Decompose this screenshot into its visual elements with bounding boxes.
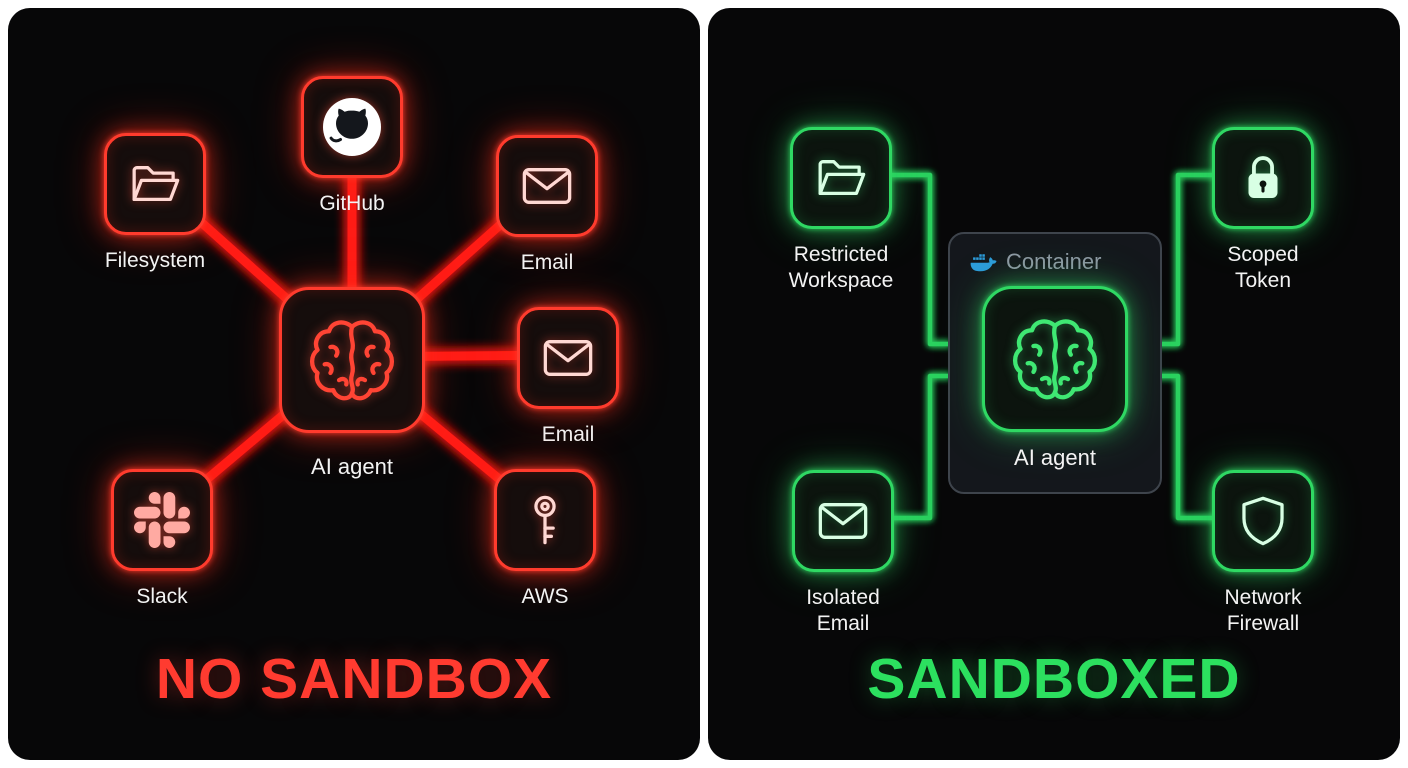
node-label: AWS bbox=[521, 585, 569, 608]
node-slack: Slack bbox=[111, 469, 213, 610]
container-label: Container bbox=[1006, 249, 1102, 274]
node-email-right: Email bbox=[517, 307, 619, 448]
node-label: Network Firewall bbox=[1224, 586, 1302, 636]
ai-agent-node-box bbox=[982, 286, 1128, 432]
sandboxed-panel: Restricted Workspace Scoped Token Contai… bbox=[708, 8, 1400, 760]
ai-agent-node-box bbox=[279, 287, 425, 433]
slack-node-box bbox=[111, 469, 213, 571]
node-label: Isolated Email bbox=[806, 586, 880, 636]
isolated-email-node-box bbox=[792, 470, 894, 572]
container-box: Container AI agent bbox=[948, 232, 1162, 494]
node-label: Email bbox=[520, 251, 574, 274]
sandboxed-title: SANDBOXED bbox=[867, 647, 1241, 711]
lock-icon bbox=[1234, 149, 1292, 207]
node-ai-agent: AI agent bbox=[279, 287, 425, 480]
envelope-icon bbox=[539, 329, 597, 387]
docker-icon bbox=[970, 252, 997, 272]
brain-icon bbox=[306, 314, 398, 406]
folder-icon bbox=[812, 149, 870, 207]
network-firewall-node-box bbox=[1212, 470, 1314, 572]
node-filesystem: Filesystem bbox=[104, 133, 206, 274]
restricted-workspace-node-box bbox=[790, 127, 892, 229]
node-label: Email bbox=[541, 423, 595, 446]
shield-icon bbox=[1234, 492, 1292, 550]
node-aws: AWS bbox=[494, 469, 596, 610]
email-node-box bbox=[496, 135, 598, 237]
scoped-token-node-box bbox=[1212, 127, 1314, 229]
github-icon bbox=[320, 95, 384, 159]
no-sandbox-title: NO SANDBOX bbox=[155, 647, 553, 711]
node-email-top: Email bbox=[496, 135, 598, 276]
filesystem-node-box bbox=[104, 133, 206, 235]
ai-agent-label: AI agent bbox=[1014, 445, 1096, 470]
node-restricted-workspace: Restricted Workspace bbox=[776, 127, 906, 294]
key-icon bbox=[516, 491, 574, 549]
ai-agent-label: AI agent bbox=[311, 454, 393, 479]
node-label: Scoped Token bbox=[1227, 243, 1299, 293]
aws-node-box bbox=[494, 469, 596, 571]
folder-icon bbox=[126, 155, 184, 213]
envelope-icon bbox=[814, 492, 872, 550]
slack-icon bbox=[134, 492, 190, 548]
email-node-box bbox=[517, 307, 619, 409]
brain-icon bbox=[1009, 313, 1101, 405]
envelope-icon bbox=[518, 157, 576, 215]
github-node-box bbox=[301, 76, 403, 178]
no-sandbox-panel: Filesystem GitHub Email AI agent Email bbox=[8, 8, 700, 760]
node-isolated-email: Isolated Email bbox=[792, 470, 894, 637]
container-header: Container bbox=[970, 249, 1101, 275]
node-label: Filesystem bbox=[104, 249, 206, 272]
node-scoped-token: Scoped Token bbox=[1212, 127, 1314, 294]
node-label: Restricted Workspace bbox=[788, 243, 894, 293]
node-github: GitHub bbox=[301, 76, 403, 217]
node-label: Slack bbox=[136, 585, 188, 608]
node-label: GitHub bbox=[319, 192, 385, 215]
node-network-firewall: Network Firewall bbox=[1208, 470, 1318, 637]
